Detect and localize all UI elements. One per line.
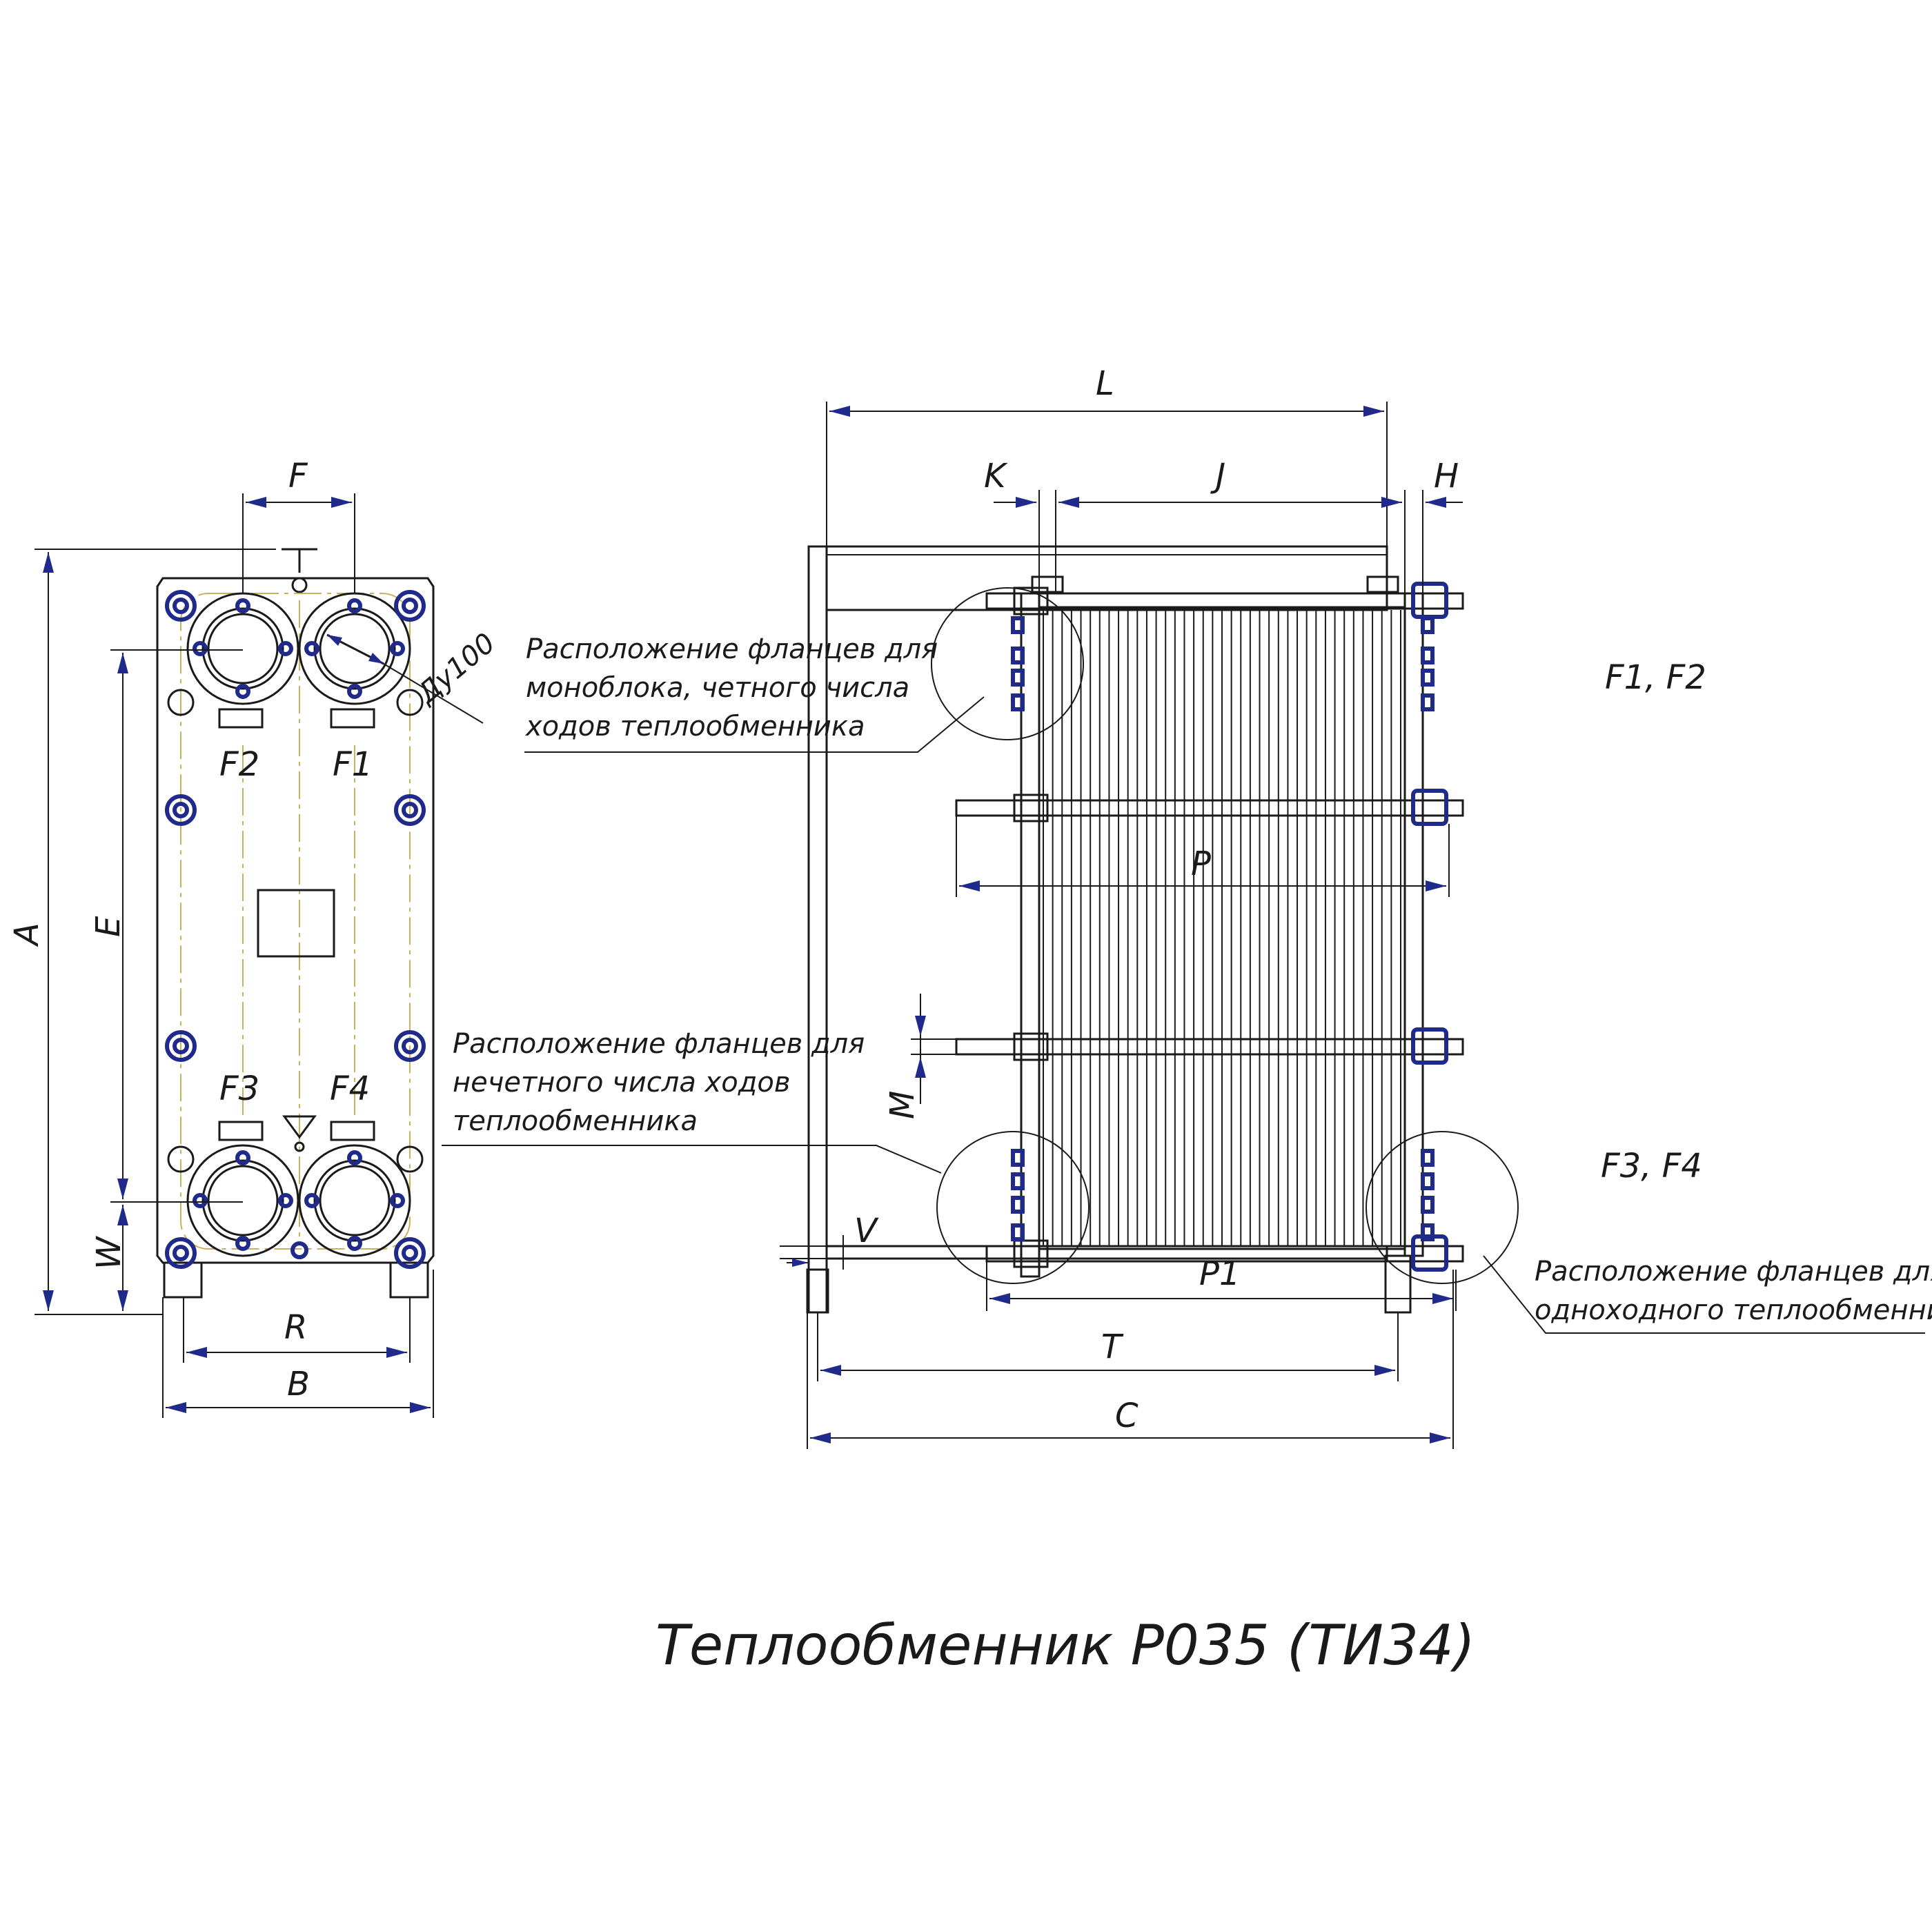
side-view bbox=[442, 402, 1925, 1449]
dim-b bbox=[162, 1270, 434, 1418]
top-guide-bar bbox=[282, 548, 317, 573]
label-dn: Ду100 bbox=[411, 627, 502, 711]
aux-hole bbox=[396, 689, 424, 716]
pressure-plate bbox=[1403, 592, 1424, 1257]
port-tag-f1 bbox=[330, 708, 375, 729]
label-v: V bbox=[854, 1212, 879, 1250]
dim-v bbox=[780, 1235, 844, 1270]
flange-group-bottom: F3, F4 bbox=[1601, 1147, 1702, 1185]
leader-odd bbox=[442, 1145, 942, 1174]
port-f4 bbox=[298, 1144, 411, 1257]
label-a: A bbox=[8, 923, 46, 947]
note-single-line1: Расположение фланцев для bbox=[1535, 1256, 1932, 1288]
label-k: K bbox=[984, 457, 1008, 495]
label-m: M bbox=[883, 1091, 922, 1119]
label-h: H bbox=[1434, 457, 1459, 495]
support-column-foot bbox=[806, 1268, 829, 1314]
port-f1 bbox=[298, 592, 484, 724]
note-monoblock-line1: Расположение фланцев для bbox=[526, 633, 938, 665]
label-f: F bbox=[288, 457, 308, 495]
callout-circle-single bbox=[1366, 1131, 1519, 1284]
name-plate bbox=[257, 889, 335, 958]
label-j: J bbox=[1210, 457, 1225, 495]
dim-l bbox=[826, 402, 1388, 546]
guide-hole bbox=[291, 577, 308, 593]
label-e: E bbox=[89, 916, 128, 937]
label-l: L bbox=[1096, 364, 1114, 403]
label-port-f4: F4 bbox=[330, 1070, 370, 1108]
dim-c bbox=[807, 1270, 1454, 1449]
leader-single bbox=[1483, 1255, 1925, 1334]
flange-group-top: F1, F2 bbox=[1605, 658, 1706, 697]
label-c: C bbox=[1115, 1397, 1138, 1435]
aux-hole bbox=[167, 689, 195, 716]
callout-circle-monoblock bbox=[931, 587, 1084, 740]
port-tag-f4 bbox=[330, 1121, 375, 1141]
drawing-title: Теплообменник Р035 (ТИ34) bbox=[656, 1613, 1475, 1677]
dim-p bbox=[956, 816, 1450, 897]
label-r: R bbox=[284, 1308, 307, 1347]
plate-lines bbox=[1043, 610, 1401, 1246]
port-tag-f2 bbox=[218, 708, 264, 729]
aux-hole bbox=[396, 1145, 424, 1173]
dim-p1 bbox=[986, 1261, 1457, 1311]
note-monoblock-line3: ходов теплообменника bbox=[524, 711, 865, 742]
dim-t bbox=[817, 1312, 1399, 1381]
label-port-f1: F1 bbox=[333, 745, 373, 784]
bolt-group-front bbox=[165, 590, 426, 1269]
note-odd-line2: нечетного числа ходов bbox=[453, 1067, 790, 1098]
aux-hole bbox=[167, 1145, 195, 1173]
tie-rods bbox=[955, 575, 1464, 1272]
dim-r bbox=[183, 1297, 411, 1363]
dim-w bbox=[117, 1205, 128, 1311]
label-b: B bbox=[287, 1365, 310, 1403]
flange-studs bbox=[1011, 616, 1435, 1241]
label-port-f3: F3 bbox=[219, 1070, 259, 1108]
dim-e bbox=[110, 649, 243, 1203]
dim-f bbox=[242, 493, 355, 593]
rear-support-foot bbox=[1384, 1254, 1412, 1314]
dim-a bbox=[34, 549, 276, 1315]
dim-m bbox=[911, 994, 956, 1104]
gasket-outline bbox=[180, 593, 411, 1250]
dim-h bbox=[1422, 490, 1463, 593]
dim-j bbox=[1058, 490, 1406, 593]
drain-triangle-icon bbox=[282, 1115, 317, 1139]
port-f3 bbox=[186, 1144, 299, 1257]
port-f2 bbox=[186, 592, 299, 705]
dim-k bbox=[994, 490, 1056, 593]
drain-hole bbox=[294, 1141, 305, 1152]
plate-pack bbox=[1038, 606, 1406, 1250]
leader-monoblock bbox=[524, 696, 985, 753]
callout-circle-odd bbox=[936, 1131, 1090, 1284]
front-view bbox=[34, 493, 484, 1418]
label-t: T bbox=[1101, 1328, 1124, 1366]
label-w: W bbox=[90, 1236, 128, 1270]
note-odd-line3: теплообменника bbox=[453, 1105, 698, 1137]
label-p1: P1 bbox=[1199, 1254, 1240, 1293]
note-odd-line1: Расположение фланцев для bbox=[453, 1028, 865, 1060]
label-p: P bbox=[1191, 845, 1211, 883]
labels: A E W F R B F2 F1 F3 F4 Ду100 L K J H P … bbox=[8, 364, 1932, 1677]
note-single-line2: одноходного теплообменника bbox=[1535, 1294, 1932, 1326]
port-tag-f3 bbox=[218, 1121, 264, 1141]
label-port-f2: F2 bbox=[219, 745, 259, 784]
note-monoblock-line2: моноблока, четного числа bbox=[526, 672, 909, 704]
top-carrying-bar bbox=[825, 545, 1388, 611]
